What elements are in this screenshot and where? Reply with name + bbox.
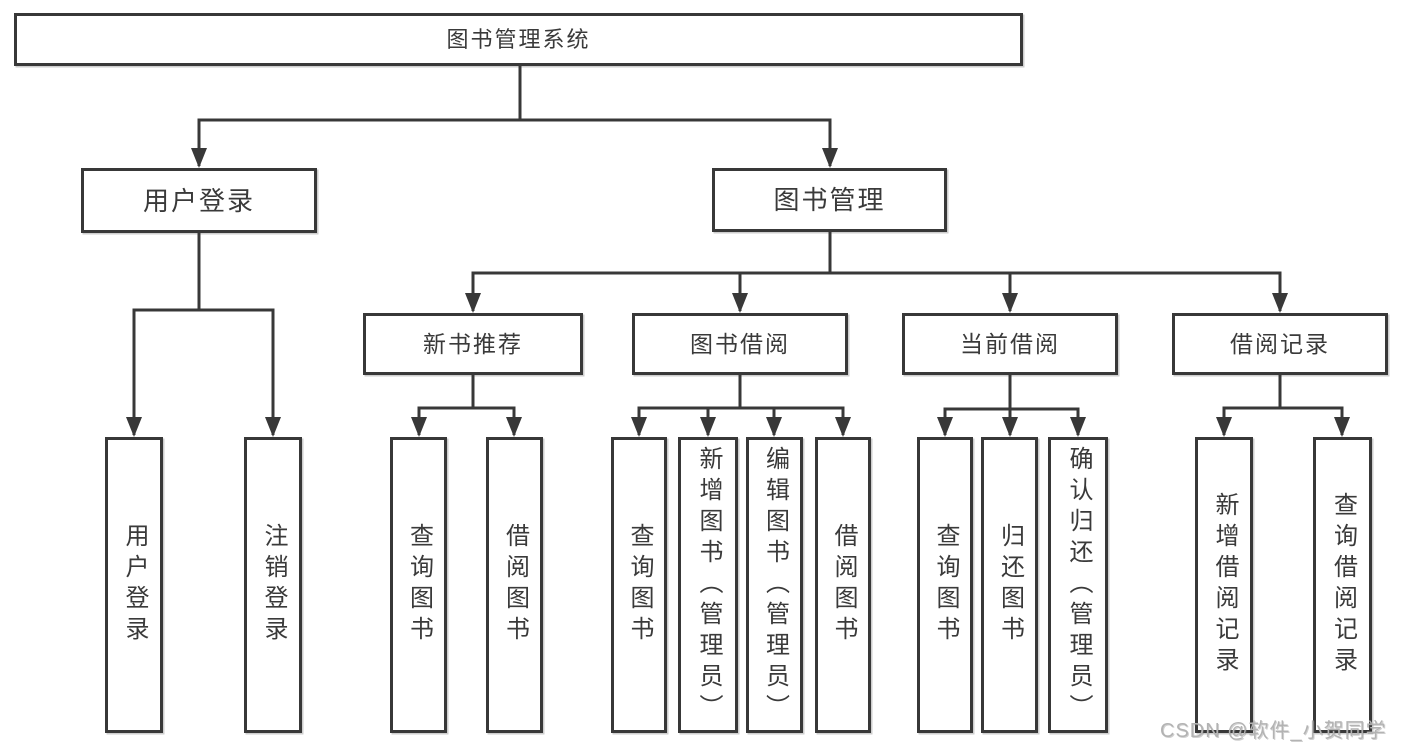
- node-library-system: 图书管理系统: [14, 13, 1023, 66]
- leaf-query-books-3-label: 查询图书: [932, 523, 959, 647]
- leaf-query-books-2-label: 查询图书: [626, 523, 653, 647]
- leaf-edit-books-admin: 编辑图书（管理员）: [746, 437, 803, 733]
- watermark: CSDN @软件_小贺同学: [1160, 720, 1387, 742]
- leaf-query-books-2: 查询图书: [611, 437, 667, 733]
- node-book-borrowing-label: 图书借阅: [690, 330, 790, 357]
- leaf-query-books-1-label: 查询图书: [405, 523, 433, 647]
- leaf-add-books-admin-label: 新增图书（管理员）: [695, 445, 722, 725]
- leaf-borrow-books-1-label: 借阅图书: [501, 523, 529, 647]
- node-borrowing-records: 借阅记录: [1172, 313, 1388, 375]
- leaf-add-borrow-record-label: 新增借阅记录: [1211, 492, 1238, 678]
- leaf-return-books-label: 归还图书: [996, 523, 1024, 647]
- connector-segments: [126, 66, 1350, 437]
- node-library-system-label: 图书管理系统: [446, 26, 591, 52]
- leaf-user-login-label: 用户登录: [121, 523, 148, 647]
- node-new-book-recommend-label: 新书推荐: [423, 330, 523, 357]
- leaf-edit-books-admin-label: 编辑图书（管理员）: [761, 445, 789, 725]
- node-book-borrowing: 图书借阅: [632, 313, 848, 375]
- node-book-management: 图书管理: [712, 168, 947, 232]
- leaf-return-books: 归还图书: [981, 437, 1038, 733]
- leaf-logout: 注销登录: [244, 437, 302, 733]
- leaf-query-books-1: 查询图书: [390, 437, 447, 733]
- leaf-query-borrow-record: 查询借阅记录: [1313, 437, 1372, 733]
- leaf-query-books-3: 查询图书: [917, 437, 973, 733]
- node-book-management-label: 图书管理: [773, 185, 886, 215]
- node-current-borrowing: 当前借阅: [902, 313, 1118, 375]
- node-current-borrowing-label: 当前借阅: [960, 330, 1060, 357]
- node-new-book-recommend: 新书推荐: [363, 313, 583, 375]
- leaf-add-borrow-record: 新增借阅记录: [1195, 437, 1253, 733]
- leaf-logout-label: 注销登录: [260, 523, 287, 647]
- leaf-borrow-books-2: 借阅图书: [815, 437, 871, 733]
- leaf-borrow-books-2-label: 借阅图书: [830, 523, 857, 647]
- node-borrowing-records-label: 借阅记录: [1230, 330, 1330, 357]
- leaf-add-books-admin: 新增图书（管理员）: [678, 437, 738, 733]
- leaf-confirm-return-admin-label: 确认归还（管理员）: [1065, 445, 1092, 725]
- leaf-confirm-return-admin: 确认归还（管理员）: [1048, 437, 1108, 733]
- leaf-borrow-books-1: 借阅图书: [486, 437, 543, 733]
- leaf-user-login: 用户登录: [105, 437, 163, 733]
- node-user-login-label: 用户登录: [142, 185, 255, 216]
- leaf-query-borrow-record-label: 查询借阅记录: [1329, 492, 1357, 678]
- node-user-login: 用户登录: [81, 168, 317, 233]
